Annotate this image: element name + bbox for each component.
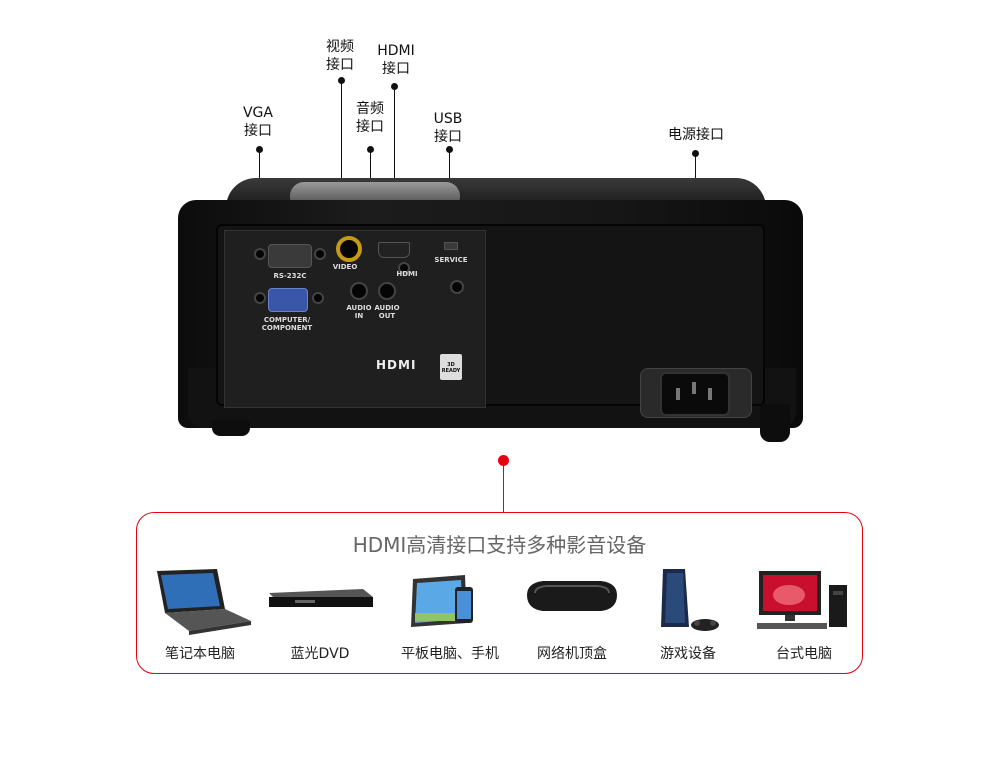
video-callout-line xyxy=(341,80,342,240)
service-screw xyxy=(450,280,464,294)
rs232-label: RS-232C xyxy=(273,272,307,280)
projector-foot-right xyxy=(760,404,790,442)
hdmi-logo: HDMI xyxy=(376,358,417,372)
vga-port-callout: VGA 接口 xyxy=(242,105,273,139)
device-label: 平板电脑、手机 xyxy=(401,646,499,662)
hdmi-port xyxy=(378,242,410,258)
game-console-icon xyxy=(661,569,719,631)
device-game-console: 游戏设备 xyxy=(633,565,743,665)
usb-service-port xyxy=(444,242,458,250)
device-desktop-pc: 台式电脑 xyxy=(749,565,859,665)
red-connector-line xyxy=(503,466,504,512)
usb-port-callout: USB 接口 xyxy=(433,111,463,145)
audio-out-label: AUDIO OUT xyxy=(374,304,400,320)
projector-foot-left xyxy=(212,420,250,436)
audio-in-label: AUDIO IN xyxy=(346,304,372,320)
power-pin-left xyxy=(676,388,680,400)
rs232-port xyxy=(268,244,312,268)
device-label: 游戏设备 xyxy=(660,646,716,662)
video-label: VIDEO xyxy=(332,263,358,271)
device-label: 台式电脑 xyxy=(776,646,832,662)
video-jack xyxy=(336,236,362,262)
service-label: SERVICE xyxy=(434,256,468,264)
vga-screw-left xyxy=(254,292,266,304)
audio-port-callout: 音频 接口 xyxy=(356,101,384,135)
power-socket xyxy=(660,372,730,416)
set-top-box-icon xyxy=(527,581,617,611)
devices-title: HDMI高清接口支持多种影音设备 xyxy=(352,533,647,557)
tablet-phone-icon xyxy=(411,575,473,627)
device-label: 蓝光DVD xyxy=(290,646,350,662)
power-port-callout: 电源接口 xyxy=(668,127,724,143)
projector-top-highlight xyxy=(290,182,460,202)
audio-out-jack xyxy=(378,282,396,300)
device-tablet-phone: 平板电脑、手机 xyxy=(395,565,505,665)
power-pin-right xyxy=(708,388,712,400)
video-port-callout: 视频 接口 xyxy=(326,39,354,73)
bluray-player-icon xyxy=(269,589,373,607)
hdmi-indicator xyxy=(398,262,410,274)
computer-component-label: COMPUTER/ COMPONENT xyxy=(261,316,313,332)
rs232-screw-right xyxy=(314,248,326,260)
desktop-pc-icon xyxy=(757,571,847,629)
audio-in-jack xyxy=(350,282,368,300)
hdmi-port-label: HDMI xyxy=(396,270,418,278)
device-label: 笔记本电脑 xyxy=(165,646,235,662)
power-pin-center xyxy=(692,382,696,394)
hdmi-callout-line xyxy=(394,86,395,244)
device-laptop: 笔记本电脑 xyxy=(145,565,255,665)
3d-ready-badge: 3D READY xyxy=(440,354,462,380)
device-set-top-box: 网络机顶盒 xyxy=(517,565,627,665)
vga-screw-right xyxy=(312,292,324,304)
device-bluray: 蓝光DVD xyxy=(265,565,375,665)
vga-port xyxy=(268,288,308,312)
hdmi-port-callout: HDMI 接口 xyxy=(377,43,415,77)
laptop-icon xyxy=(157,569,251,635)
device-label: 网络机顶盒 xyxy=(537,646,607,662)
supported-devices-panel: HDMI高清接口支持多种影音设备 笔记本电脑 蓝光DVD 平板电脑、手机 xyxy=(136,512,863,674)
red-connector-dot xyxy=(498,455,509,466)
rs232-screw-left xyxy=(254,248,266,260)
